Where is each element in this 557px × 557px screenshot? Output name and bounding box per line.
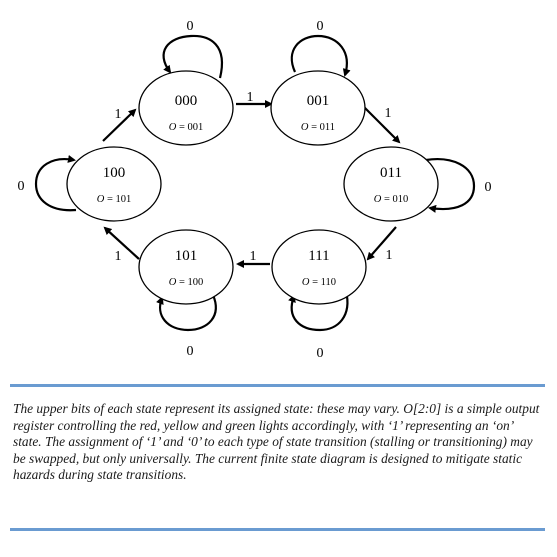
state-output: O = 001 [169, 122, 204, 133]
transition-label-111-101: 1 [250, 249, 257, 264]
self-loop-001 [290, 34, 351, 77]
state-name: 100 [103, 165, 126, 181]
self-loop-111 [288, 290, 349, 332]
loop-label-011: 0 [485, 180, 492, 195]
loop-label-000: 0 [187, 19, 194, 34]
self-loop-000 [162, 34, 223, 79]
state-101: 101 O = 100 [138, 229, 234, 305]
state-diagram: 000 O = 001 001 O = 011 011 O = 010 111 … [18, 19, 492, 361]
transition-label-001-011: 1 [385, 106, 392, 121]
state-011: 011 O = 010 [343, 146, 439, 222]
transition-001-011 [361, 104, 401, 144]
transition-label-100-000: 1 [115, 107, 122, 122]
self-loop-100 [34, 154, 77, 212]
state-name: 001 [307, 93, 330, 109]
self-loop-011 [425, 158, 476, 213]
state-output: O = 100 [169, 277, 204, 288]
transition-label-000-001: 1 [247, 90, 254, 105]
transition-100-000 [102, 108, 137, 142]
state-output: O = 010 [374, 194, 409, 205]
state-name: 000 [175, 93, 198, 109]
state-output: O = 110 [302, 277, 336, 288]
caption: The upper bits of each state represent i… [13, 401, 540, 483]
caption-rule-top [10, 384, 545, 387]
state-100: 100 O = 101 [66, 146, 162, 222]
transition-label-011-111: 1 [386, 248, 393, 263]
caption-rule-bottom [10, 528, 545, 531]
transition-011-111 [366, 226, 397, 261]
state-name: 011 [380, 165, 402, 181]
loop-label-111: 0 [317, 346, 324, 361]
loop-label-100: 0 [18, 179, 25, 194]
self-loop-101 [156, 294, 217, 332]
state-001: 001 O = 011 [270, 70, 366, 146]
state-output: O = 101 [97, 194, 132, 205]
loop-label-101: 0 [187, 344, 194, 359]
transition-label-101-100: 1 [115, 249, 122, 264]
state-000: 000 O = 001 [138, 70, 234, 146]
transition-101-100 [103, 226, 140, 260]
state-name: 111 [308, 248, 329, 264]
loop-label-001: 0 [317, 19, 324, 34]
state-name: 101 [175, 248, 198, 264]
state-111: 111 O = 110 [271, 229, 367, 305]
state-output: O = 011 [301, 122, 335, 133]
